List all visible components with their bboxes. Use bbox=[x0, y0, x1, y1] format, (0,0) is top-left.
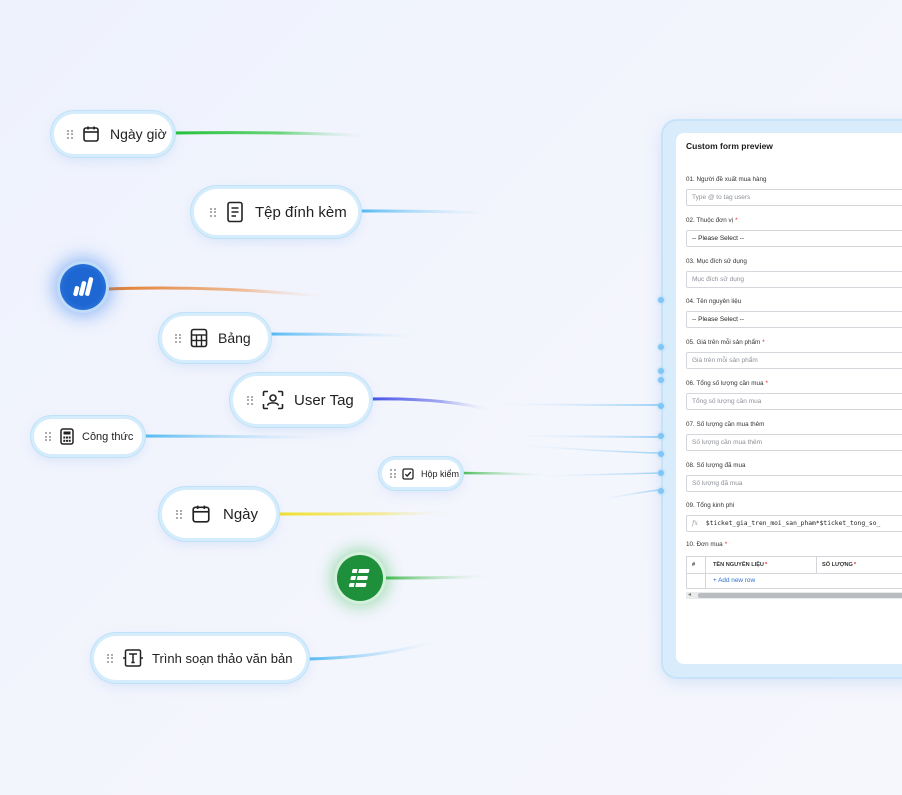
connector-dot bbox=[658, 470, 664, 476]
field-placeholder: Tổng số lượng cần mua bbox=[692, 398, 762, 405]
node-table[interactable]: Bảng bbox=[162, 316, 268, 360]
node-label: User Tag bbox=[294, 391, 354, 409]
node-formula[interactable]: Công thức bbox=[34, 419, 142, 454]
field-placeholder: -- Please Select -- bbox=[692, 234, 745, 242]
text-input[interactable]: Type @ to tag users bbox=[686, 189, 902, 206]
spreadsheet-logo-icon[interactable] bbox=[337, 555, 383, 601]
drag-handle-icon[interactable] bbox=[45, 432, 51, 441]
line-date bbox=[277, 511, 451, 516]
node-date[interactable]: Ngày bbox=[162, 490, 276, 538]
connector-dot bbox=[658, 433, 664, 439]
drag-handle-icon[interactable] bbox=[175, 333, 181, 343]
drag-handle-icon[interactable] bbox=[176, 509, 182, 519]
drag-handle-icon[interactable] bbox=[390, 469, 396, 478]
horizontal-scrollbar[interactable]: ◂ bbox=[686, 592, 902, 599]
drag-handle-icon[interactable] bbox=[107, 653, 113, 663]
connector-dot bbox=[658, 368, 664, 374]
connector-dot bbox=[658, 297, 664, 303]
field-placeholder: Type @ to tag users bbox=[692, 194, 751, 201]
line-attachment bbox=[359, 209, 491, 215]
scroll-left-icon[interactable]: ◂ bbox=[688, 592, 692, 598]
calendar-icon bbox=[191, 504, 211, 524]
field-label: 08. Số lượng đã mua bbox=[686, 461, 746, 469]
drag-handle-icon[interactable] bbox=[210, 207, 216, 217]
column-header-index: # bbox=[692, 562, 696, 568]
add-new-row-button[interactable]: + Add new row bbox=[713, 577, 756, 584]
drag-handle-icon[interactable] bbox=[67, 129, 73, 139]
text-input[interactable]: Số lượng đã mua bbox=[686, 474, 902, 492]
node-label: Ngày giờ bbox=[110, 126, 167, 142]
text-input[interactable]: Mục đích sử dụng bbox=[686, 270, 902, 288]
field-label: 02. Thuộc đơn vị* bbox=[686, 216, 738, 224]
field-label: 09. Tổng kinh phí bbox=[686, 502, 735, 510]
order-table: # TÊN NGUYÊN LIỆU* SỐ LƯỢNG* + Add new r… bbox=[686, 556, 902, 589]
field-label: 06. Tổng số lượng cần mua* bbox=[686, 380, 768, 387]
formula-field[interactable]: fx $ticket_gia_tren_moi_san_pham*$ticket_… bbox=[686, 515, 902, 533]
connector-dot bbox=[658, 377, 664, 383]
line-app-logo bbox=[107, 286, 331, 299]
line-text-editor bbox=[305, 638, 441, 661]
node-label: Trình soạn thảo văn bản bbox=[152, 650, 293, 666]
line-table bbox=[267, 332, 421, 338]
text-editor-icon bbox=[122, 648, 144, 668]
text-input[interactable]: Số lượng cần mua thêm bbox=[686, 433, 902, 451]
line-datetime bbox=[171, 131, 371, 138]
line-sheets-logo bbox=[384, 574, 491, 580]
user-tag-icon bbox=[262, 390, 284, 410]
node-checkbox[interactable]: Hộp kiểm bbox=[382, 460, 460, 487]
node-label: Tệp đính kèm bbox=[255, 203, 347, 221]
node-label: Ngày bbox=[223, 505, 259, 523]
scrollbar-thumb[interactable] bbox=[698, 593, 902, 598]
node-datetime[interactable]: Ngày giờ bbox=[54, 114, 172, 154]
connector-dot bbox=[658, 344, 664, 350]
form-preview-panel: Custom form preview 01. Người đề xuất mu… bbox=[676, 133, 902, 664]
node-label: Hộp kiểm bbox=[421, 468, 460, 479]
line-formula bbox=[141, 434, 331, 440]
drag-handle-icon[interactable] bbox=[247, 395, 253, 405]
field-label: 04. Tên nguyên liệu bbox=[686, 298, 742, 306]
field-label: 05. Giá trên mỗi sản phẩm* bbox=[686, 339, 765, 347]
connector-dot bbox=[658, 488, 664, 494]
select-field[interactable]: -- Please Select -- bbox=[686, 229, 902, 247]
node-text-editor[interactable]: Trình soạn thảo văn bản bbox=[94, 636, 306, 680]
node-label: Bảng bbox=[218, 330, 251, 346]
node-attachment[interactable]: Tệp đính kèm bbox=[194, 189, 358, 235]
line-user-tag bbox=[369, 397, 491, 412]
connector-dot bbox=[658, 403, 664, 409]
formula-icon: fx bbox=[692, 520, 698, 528]
table-grid-icon bbox=[190, 328, 208, 348]
text-input[interactable]: Giá trên mỗi sản phẩm bbox=[686, 352, 902, 370]
field-placeholder: Giá trên mỗi sản phẩm bbox=[692, 357, 758, 365]
checkbox-icon bbox=[402, 467, 414, 480]
select-field[interactable]: -- Please Select -- bbox=[686, 311, 902, 329]
node-user-tag[interactable]: User Tag bbox=[233, 376, 369, 424]
node-label: Công thức bbox=[82, 430, 134, 443]
line-checkbox bbox=[459, 471, 546, 477]
connector-dot bbox=[658, 451, 664, 457]
calendar-icon bbox=[82, 125, 100, 143]
field-label: 01. Người đề xuất mua hàng bbox=[686, 176, 767, 183]
field-placeholder: -- Please Select -- bbox=[692, 316, 745, 324]
column-header-quantity: SỐ LƯỢNG* bbox=[822, 562, 857, 568]
text-input[interactable]: Tổng số lượng cần mua bbox=[686, 393, 902, 410]
field-placeholder: Mục đích sử dụng bbox=[692, 275, 745, 283]
field-placeholder: Số lượng cần mua thêm bbox=[692, 438, 763, 446]
field-placeholder: Số lượng đã mua bbox=[692, 479, 743, 487]
field-label: 07. Số lượng cần mua thêm bbox=[686, 420, 765, 428]
field-label-order: 10. Đơn mua* bbox=[686, 541, 728, 548]
bar-chart-logo-icon[interactable] bbox=[60, 264, 106, 310]
calculator-icon bbox=[60, 428, 74, 445]
order-table-header: # TÊN NGUYÊN LIỆU* SỐ LƯỢNG* bbox=[687, 557, 902, 574]
field-placeholder: $ticket_gia_tren_moi_san_pham*$ticket_to… bbox=[705, 520, 881, 528]
column-header-material: TÊN NGUYÊN LIỆU* bbox=[713, 562, 768, 568]
form-title: Custom form preview bbox=[686, 141, 773, 151]
field-label: 03. Mục đích sử dụng bbox=[686, 257, 747, 265]
document-icon bbox=[225, 201, 245, 223]
